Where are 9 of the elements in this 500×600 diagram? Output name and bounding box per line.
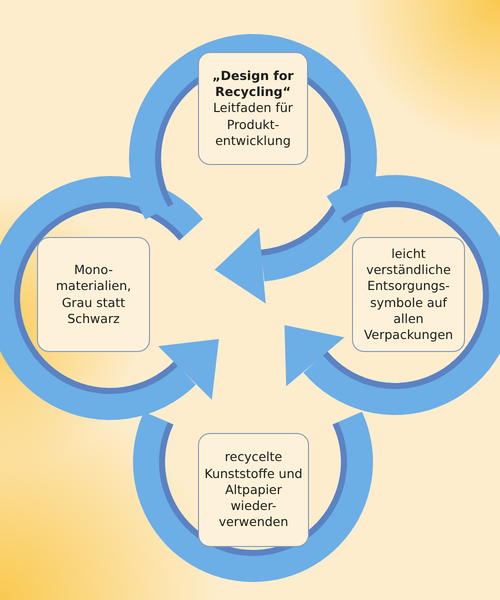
text-box [37, 237, 150, 352]
text-box [198, 52, 308, 165]
box-text: Leitfaden für Produkt- entwicklung [212, 100, 294, 150]
text-box [198, 433, 309, 547]
box-text: leicht verständliche Entsorgungs- symbole auf allen Verpackungen [362, 246, 454, 344]
box-heading: „Design for Recycling“ [211, 68, 295, 100]
box-text: Mono- materialien, Grau statt Schwarz [54, 262, 132, 327]
text-box [352, 237, 465, 352]
box-text: recycelte Kunststoffe und Altpapier wieder- verwenden [204, 449, 304, 531]
